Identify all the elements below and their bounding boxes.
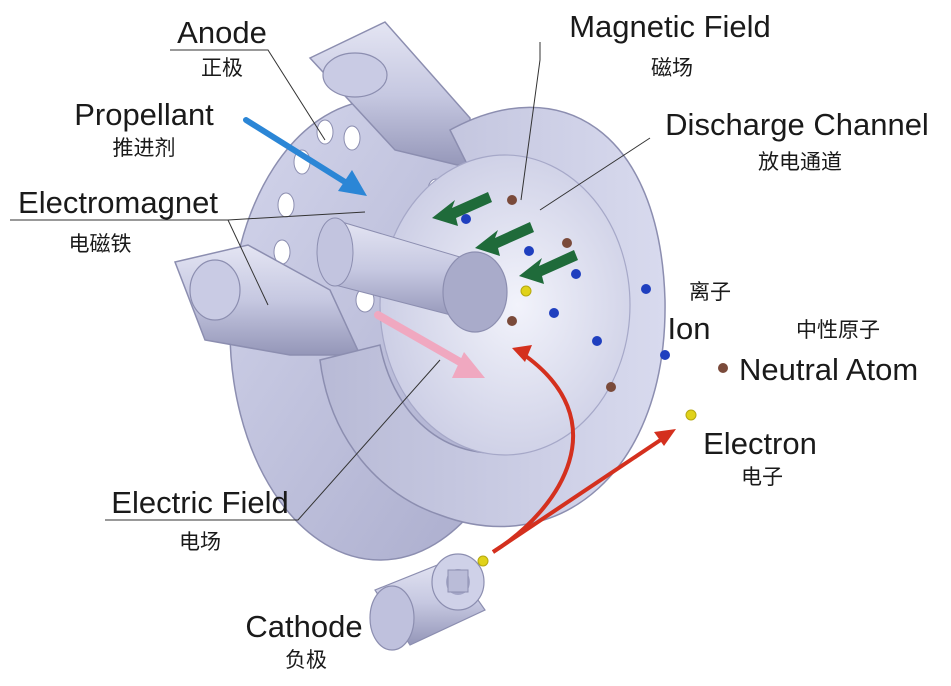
electric-field-label-zh: 电场 [179, 530, 221, 554]
ion-particles [461, 214, 670, 360]
discharge-channel-label: Discharge Channel [665, 107, 929, 142]
anode-label: Anode [177, 15, 267, 50]
leader-lines [10, 42, 651, 521]
discharge-channel-label-zh: 放电通道 [758, 150, 842, 174]
propellant-label-zh: 推进剂 [112, 136, 176, 160]
electron-path-arrows [491, 350, 667, 554]
cathode-label: Cathode [245, 609, 363, 644]
neutral-atom-particles [507, 195, 728, 392]
magnetic-field-label: Magnetic Field [569, 9, 771, 44]
neutral-atom-label-zh: 中性原子 [796, 318, 880, 342]
electromagnet-label-zh: 电磁铁 [68, 232, 132, 256]
ion-label: Ion [667, 311, 711, 346]
electric-field-arrow [374, 311, 485, 378]
electromagnet-label: Electromagnet [18, 185, 218, 220]
cathode-label-zh: 负极 [285, 648, 327, 672]
magnetic-field-arrows [432, 192, 578, 284]
electron-label: Electron [703, 426, 817, 461]
magnetic-field-label-zh: 磁场 [651, 56, 693, 80]
electron-particles [477, 285, 697, 567]
electric-field-label: Electric Field [111, 485, 289, 520]
propellant-arrow [243, 117, 367, 196]
anode-label-zh: 正极 [201, 56, 243, 80]
ion-label-zh: 离子 [689, 280, 731, 304]
thruster-body-icon [173, 21, 666, 561]
neutral-atom-label: Neutral Atom [739, 352, 919, 387]
cathode-cylinder-icon [369, 553, 486, 651]
electron-arrowhead-out [654, 429, 676, 446]
electron-label-zh: 电子 [741, 465, 783, 489]
propellant-label: Propellant [74, 97, 214, 132]
electron-arrowhead-in [512, 345, 532, 362]
